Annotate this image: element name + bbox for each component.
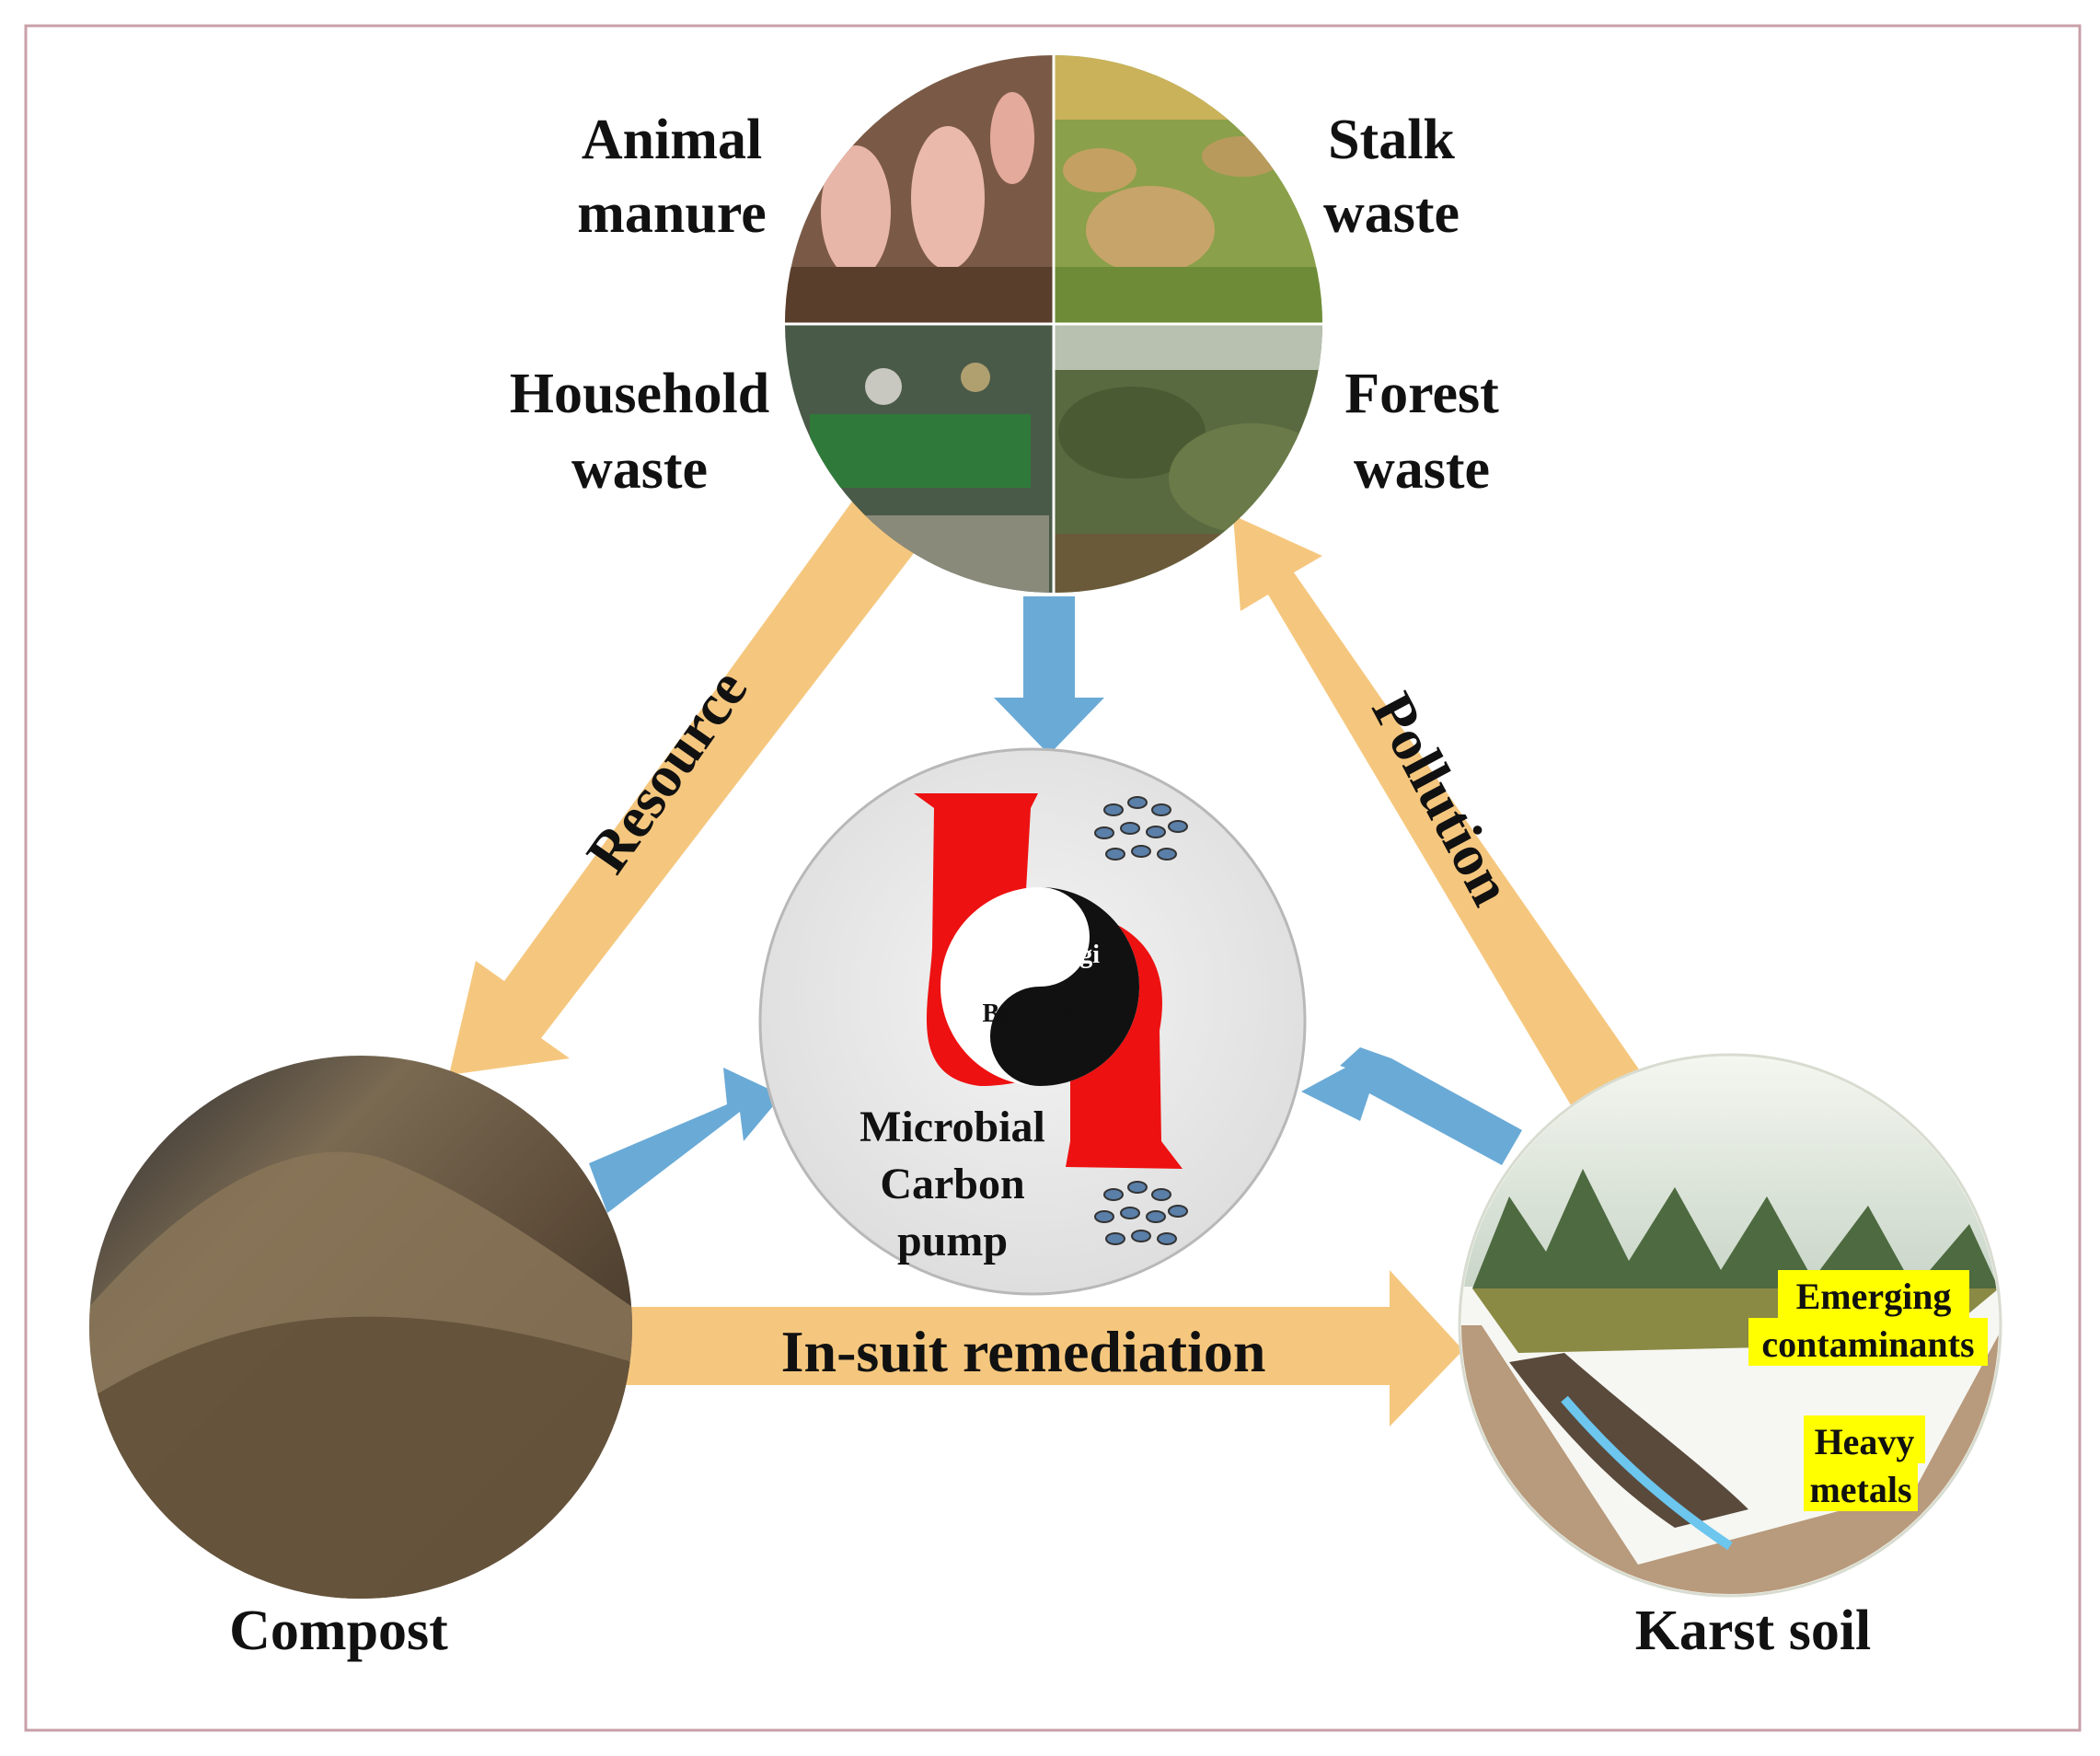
label-animal-manure-2: manure bbox=[577, 182, 767, 245]
label-pump-title-2: Carbon bbox=[880, 1160, 1024, 1208]
label-household-waste-1: Household bbox=[510, 363, 770, 425]
label-forest-waste-2: waste bbox=[1354, 438, 1490, 501]
blue-arrow-compost bbox=[589, 1068, 782, 1213]
emerging-contaminants-badge: Emerging contaminants bbox=[1748, 1270, 1988, 1366]
label-stalk-waste-1: Stalk bbox=[1328, 109, 1455, 171]
label-animal-manure-1: Animal bbox=[582, 109, 762, 171]
label-compost: Compost bbox=[229, 1600, 448, 1662]
label-karst-soil: Karst soil bbox=[1635, 1600, 1872, 1662]
label-pump-title-1: Microbial bbox=[860, 1103, 1045, 1151]
label-stalk-waste-2: waste bbox=[1323, 182, 1460, 245]
remediation-arrow bbox=[626, 1270, 1463, 1427]
microbe-cluster-icon bbox=[1094, 1181, 1188, 1245]
blue-arrow-karst bbox=[1301, 1047, 1522, 1165]
label-forest-waste-1: Forest bbox=[1344, 363, 1499, 425]
waste-sources-circle bbox=[785, 55, 1322, 593]
label-contaminants: contaminants bbox=[1761, 1323, 1974, 1365]
blue-arrow-down bbox=[994, 596, 1104, 755]
label-emerging: Emerging bbox=[1796, 1276, 1952, 1317]
label-pump-title-3: pump bbox=[897, 1217, 1008, 1265]
label-household-waste-2: waste bbox=[571, 438, 708, 501]
label-bacteria: Bacteria bbox=[982, 999, 1075, 1028]
outer-frame bbox=[24, 24, 2082, 1732]
label-fungi: Fungi bbox=[1035, 941, 1100, 969]
pollution-arrow bbox=[1233, 515, 1645, 1119]
label-heavy: Heavy bbox=[1815, 1421, 1915, 1462]
pump-shape-icon bbox=[914, 793, 1183, 1169]
microbial-carbon-pump: Fungi Bacteria Microbial Carbon pump bbox=[758, 747, 1307, 1296]
heavy-metals-badge: Heavy metals bbox=[1804, 1415, 1925, 1511]
microbe-cluster-icon bbox=[1094, 796, 1188, 861]
label-metals: metals bbox=[1809, 1469, 1911, 1510]
resource-arrow bbox=[449, 499, 920, 1075]
compost-circle bbox=[89, 1056, 632, 1599]
label-remediation: In-suit remediation bbox=[781, 1319, 1266, 1384]
